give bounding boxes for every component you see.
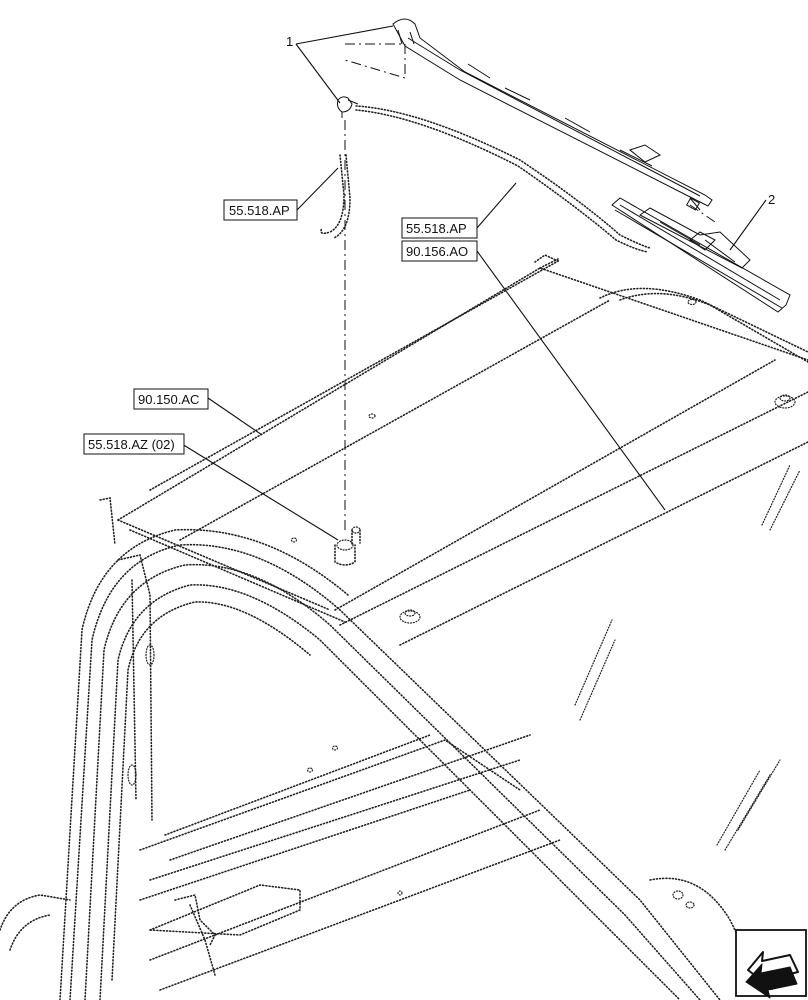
ref-box-washer-hose-left[interactable]: 55.518.AP	[223, 199, 298, 221]
ref-box-washer-hose-right[interactable]: 55.518.AP	[401, 217, 478, 239]
cab-structure	[0, 254, 808, 1000]
ref-label-nozzle: 55.518.AZ (02)	[88, 437, 175, 452]
ref-box-roof-panel[interactable]: 90.156.AO	[401, 240, 478, 262]
ref-box-nozzle[interactable]: 55.518.AZ (02)	[83, 433, 185, 455]
ref-label-washer-hose-right: 55.518.AP	[406, 221, 467, 236]
return-arrow-icon[interactable]	[735, 929, 807, 999]
ref-label-roof-panel: 90.156.AO	[406, 244, 468, 259]
ref-box-cab-frame[interactable]: 90.150.AC	[133, 388, 209, 410]
callout-1: 1	[286, 34, 293, 49]
leader-lines	[181, 25, 767, 541]
washer-nozzle-base	[334, 526, 361, 566]
wiper-blade	[611, 197, 791, 313]
washer-hose	[320, 105, 651, 253]
washer-jet	[337, 96, 359, 118]
ref-label-cab-frame: 90.150.AC	[138, 392, 199, 407]
wiper-arm	[392, 18, 713, 211]
phantom-lines	[344, 43, 716, 530]
callout-2: 2	[768, 192, 775, 207]
ref-label-washer-hose-left: 55.518.AP	[229, 203, 290, 218]
